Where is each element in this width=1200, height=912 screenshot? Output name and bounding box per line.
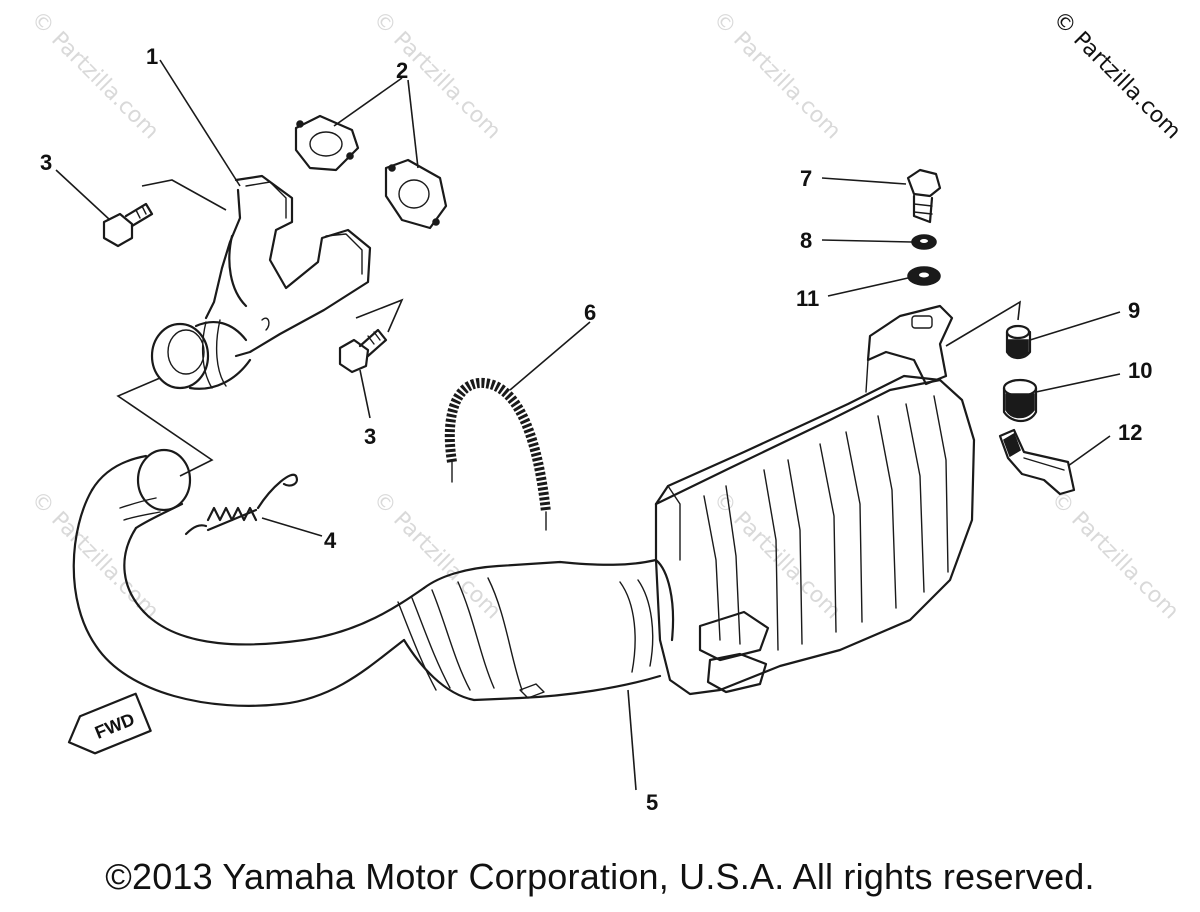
washer-lower <box>907 266 941 286</box>
callout-1: 1 <box>146 44 158 69</box>
watermark-text: © Partzilla.com <box>26 7 164 145</box>
exhaust-pipe-muffler <box>72 304 976 707</box>
callout-7: 7 <box>800 166 812 191</box>
callout-11: 11 <box>796 286 819 311</box>
assembly-lines <box>116 179 404 477</box>
exhaust-manifold <box>150 174 372 390</box>
collar <box>1005 324 1032 360</box>
hose-spring <box>444 377 551 531</box>
gasket-lower <box>384 158 448 230</box>
callout-12: 12 <box>1118 420 1142 445</box>
bolt-left <box>102 202 154 248</box>
watermark-corner: © Partzilla.com <box>1048 7 1186 145</box>
callouts: 1 2 3 3 4 5 6 7 8 11 9 10 12 <box>40 44 1152 815</box>
callout-5: 5 <box>646 790 658 815</box>
gasket-upper <box>294 114 360 172</box>
callout-10: 10 <box>1128 358 1152 383</box>
callout-3: 3 <box>40 150 52 175</box>
forward-direction-arrow: FWD <box>67 692 152 755</box>
bolt-mount <box>906 168 942 224</box>
watermark-text: © Partzilla.com <box>26 487 164 625</box>
callout-8: 8 <box>800 228 812 253</box>
bolt-right <box>338 328 388 374</box>
watermark-text: © Partzilla.com <box>1046 487 1184 625</box>
watermark-text: © Partzilla.com <box>708 7 846 145</box>
watermark-group: © Partzilla.com © Partzilla.com © Partzi… <box>26 7 1186 625</box>
damper <box>1002 378 1038 423</box>
copyright-notice: ©2013 Yamaha Motor Corporation, U.S.A. A… <box>105 856 1095 897</box>
leader-lines <box>55 59 1121 791</box>
spring <box>184 473 298 536</box>
watermark-text: © Partzilla.com <box>368 7 506 145</box>
callout-9: 9 <box>1128 298 1140 323</box>
callout-2: 2 <box>396 58 408 83</box>
callout-6: 6 <box>584 300 596 325</box>
callout-3: 3 <box>364 424 376 449</box>
assembly-line-muffler <box>945 300 1021 347</box>
bracket <box>998 428 1076 496</box>
washer <box>911 234 937 250</box>
callout-4: 4 <box>324 528 337 553</box>
